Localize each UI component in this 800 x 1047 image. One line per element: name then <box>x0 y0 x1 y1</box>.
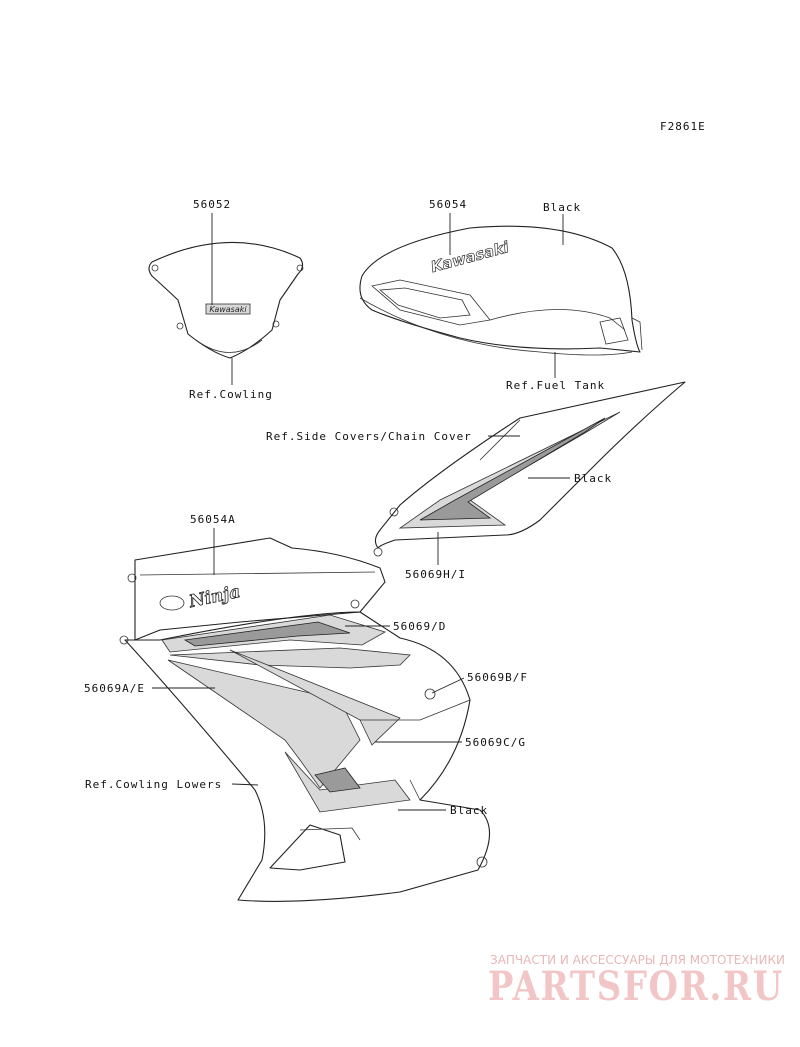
tank-kawasaki-decal: Kawasaki <box>429 238 512 276</box>
side-cover-color-label: Black <box>574 472 612 485</box>
cowl-part-ae-label: 56069A/E <box>84 682 145 695</box>
side-cover-part-label: 56069H/I <box>405 568 466 581</box>
cowl-color-label: Black <box>450 804 488 817</box>
watermark-subtitle: ЗАПЧАСТИ И АКСЕССУАРЫ ДЛЯ МОТОТЕХНИКИ <box>490 953 785 967</box>
cowl-part-cg-label: 56069C/G <box>465 736 526 749</box>
figure-code: F2861E <box>660 120 706 133</box>
windshield-decal-text: Kawasaki <box>209 305 247 314</box>
cowl-upper-part-label: 56054A <box>190 513 236 526</box>
cowl-part-bf-label: 56069B/F <box>467 671 528 684</box>
tank-ref-label: Ref.Fuel Tank <box>506 379 605 392</box>
tank-part-label: 56054 <box>429 198 467 211</box>
fuel-tank: Kawasaki <box>359 225 643 356</box>
windshield: Kawasaki <box>148 241 304 359</box>
side-cover <box>373 381 686 557</box>
windshield-part-label: 56052 <box>193 198 231 211</box>
tank-color-label: Black <box>543 201 581 214</box>
windshield-ref-label: Ref.Cowling <box>189 388 273 401</box>
cowl-ref-label: Ref.Cowling Lowers <box>85 778 222 791</box>
cowl-part-d-label: 56069/D <box>393 620 446 633</box>
watermark-brand: PARTSFOR.RU <box>488 963 784 1010</box>
cowl-ninja-decal: Ninja <box>187 582 243 612</box>
side-cover-ref-label: Ref.Side Covers/Chain Cover <box>266 430 472 443</box>
cowling: Ninja <box>119 537 491 902</box>
watermark: ЗАПЧАСТИ И АКСЕССУАРЫ ДЛЯ МОТОТЕХНИКИ PA… <box>488 953 785 1010</box>
cowl-ref-leader <box>231 783 259 786</box>
windshield-kawasaki-decal <box>205 303 251 315</box>
cowl-bf-leader <box>431 677 465 694</box>
